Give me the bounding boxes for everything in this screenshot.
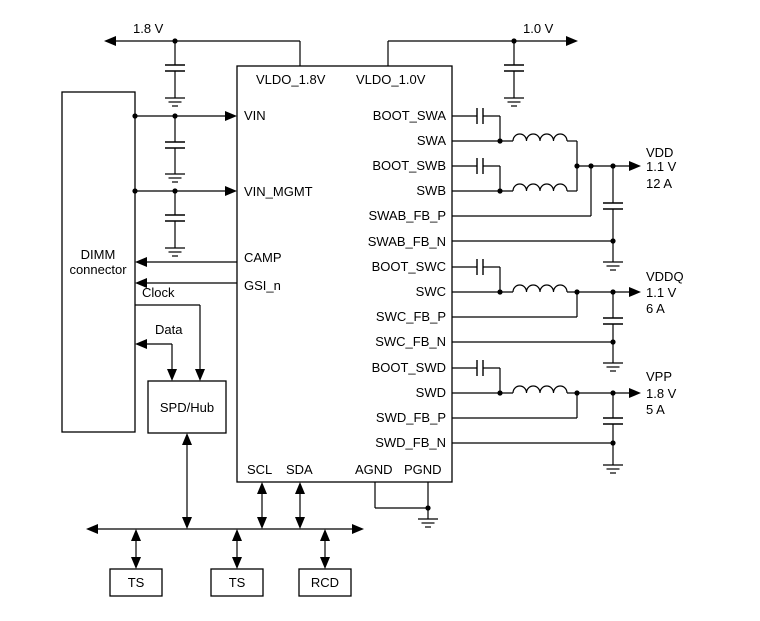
pin-swd-fb-p: SWD_FB_P	[376, 410, 446, 425]
rail-1v8: 1.8 V	[104, 21, 301, 107]
pin-boot-swb: BOOT_SWB	[372, 158, 446, 173]
output-vddq-voltage: 1.1 V	[646, 285, 677, 300]
pin-swab-fb-p: SWAB_FB_P	[368, 208, 446, 223]
output-vpp-voltage: 1.8 V	[646, 386, 677, 401]
dimm-connector	[61, 91, 136, 433]
pin-swb: SWB	[416, 183, 446, 198]
pin-vin-mgmt: VIN_MGMT	[244, 184, 313, 199]
pin-swc-fb-p: SWC_FB_P	[376, 309, 446, 324]
ic-top-pins: VLDO_1.8V VLDO_1.0V	[256, 72, 426, 87]
output-vdd-voltage: 1.1 V	[646, 159, 677, 174]
rail-label-1v0: 1.0 V	[523, 21, 554, 36]
dimm-label-line2: connector	[69, 262, 127, 277]
output-vdd: VDD 1.1 V 12 A	[646, 145, 677, 191]
bus-device-rcd-label: RCD	[311, 575, 339, 590]
bus-device-ts-2-label: TS	[229, 575, 246, 590]
output-vddq-current: 6 A	[646, 301, 665, 316]
bus-device-ts-1-label: TS	[128, 575, 145, 590]
ic-right-pins: BOOT_SWA SWA BOOT_SWB SWB SWAB_FB_P SWAB…	[368, 108, 447, 450]
rail-label-1v8: 1.8 V	[133, 21, 164, 36]
pin-swc: SWC	[416, 284, 446, 299]
bus-device-ts-1	[109, 568, 163, 597]
pin-swd: SWD	[416, 385, 446, 400]
ic-ground	[374, 482, 439, 528]
output-vddq: VDDQ 1.1 V 6 A	[646, 269, 684, 316]
pin-swc-fb-n: SWC_FB_N	[375, 334, 446, 349]
pin-camp: CAMP	[244, 250, 282, 265]
pin-boot-swc: BOOT_SWC	[372, 259, 446, 274]
output-vddq-name: VDDQ	[646, 269, 684, 284]
pin-vldo-1v0: VLDO_1.0V	[356, 72, 426, 87]
pin-boot-swa: BOOT_SWA	[373, 108, 447, 123]
clock-net: Clock	[135, 285, 205, 381]
ic-bottom-pins: SCL SDA AGND PGND	[247, 462, 442, 477]
pin-gsi-n: GSI_n	[244, 278, 281, 293]
pin-pgnd: PGND	[404, 462, 442, 477]
data-net: Data	[135, 322, 183, 381]
pmic-chip	[236, 65, 453, 483]
data-label: Data	[155, 322, 183, 337]
pin-scl: SCL	[247, 462, 272, 477]
output-vpp: VPP 1.8 V 5 A	[646, 369, 677, 417]
pin-boot-swd: BOOT_SWD	[372, 360, 446, 375]
bus-device-rcd	[298, 568, 352, 597]
i2c-bus	[86, 433, 364, 569]
spd-hub-label: SPD/Hub	[160, 400, 214, 415]
clock-label: Clock	[142, 285, 175, 300]
output-vpp-name: VPP	[646, 369, 672, 384]
dimm-label-line1: DIMM	[81, 247, 116, 262]
pin-vin: VIN	[244, 108, 266, 123]
pin-swd-fb-n: SWD_FB_N	[375, 435, 446, 450]
buck-ab	[452, 107, 641, 271]
pin-swa: SWA	[417, 133, 446, 148]
pin-vldo-1v8: VLDO_1.8V	[256, 72, 326, 87]
vin-mgmt-net	[132, 186, 237, 257]
rail-1v0: 1.0 V	[387, 21, 578, 107]
bus-device-ts-2	[210, 568, 264, 597]
pin-sda: SDA	[286, 462, 313, 477]
spd-hub	[147, 380, 227, 434]
ic-left-pins: VIN VIN_MGMT CAMP GSI_n	[244, 108, 313, 293]
gsi-n-net	[135, 278, 237, 288]
buck-c	[452, 258, 641, 372]
output-vdd-name: VDD	[646, 145, 673, 160]
vin-net	[132, 111, 237, 183]
pin-swab-fb-n: SWAB_FB_N	[368, 234, 446, 249]
pin-agnd: AGND	[355, 462, 393, 477]
output-vpp-current: 5 A	[646, 402, 665, 417]
camp-net	[135, 257, 237, 267]
buck-d	[452, 359, 641, 474]
output-vdd-current: 12 A	[646, 176, 672, 191]
